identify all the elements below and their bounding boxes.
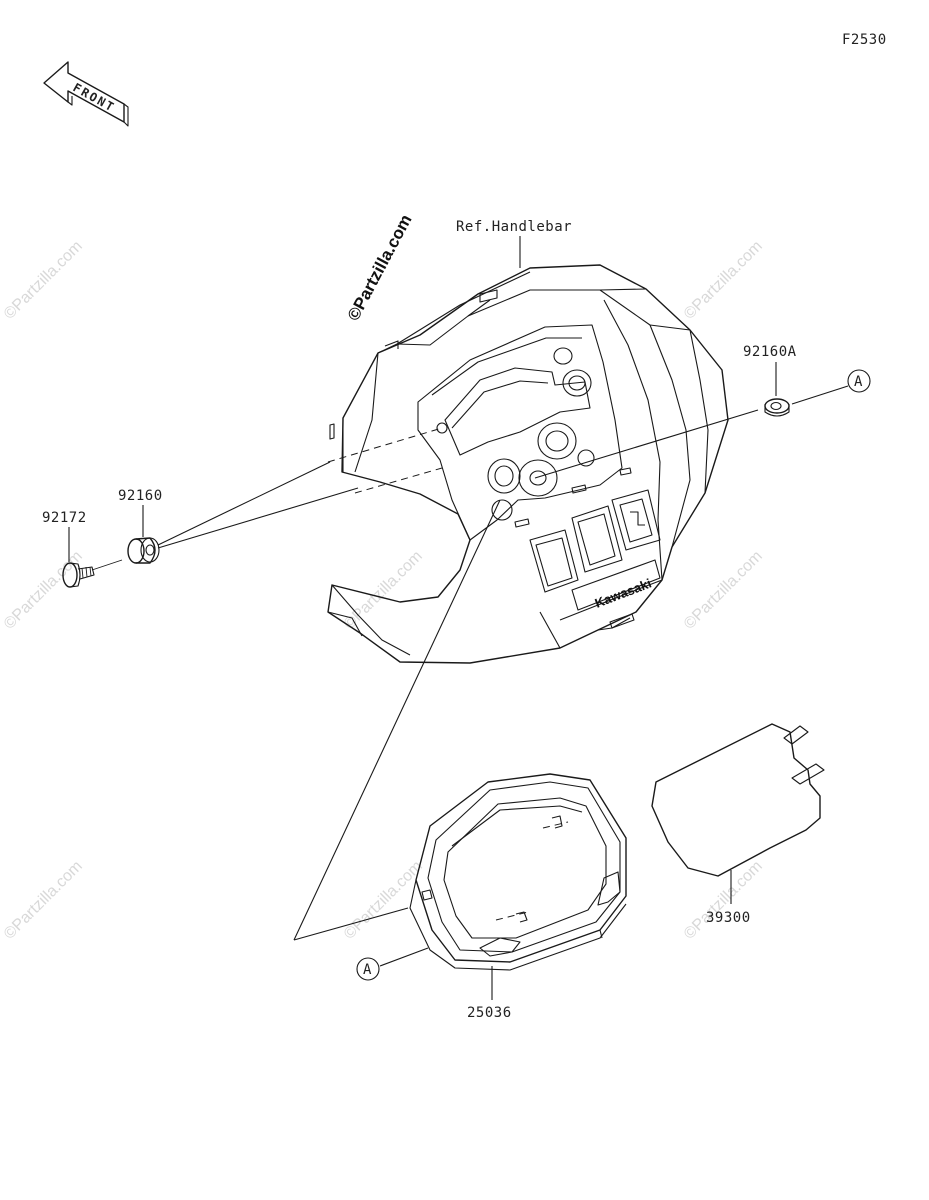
watermark: ©Partzilla.com xyxy=(681,238,766,323)
meter-housing: Kawasaki xyxy=(327,264,729,664)
front-label: FRONT xyxy=(71,80,118,115)
watermark: ©Partzilla.com xyxy=(681,858,766,943)
callout-a-top-label: A xyxy=(854,374,863,390)
watermark: ©Partzilla.com xyxy=(681,548,766,633)
part-label-25036: 25036 xyxy=(467,1005,512,1021)
housing-brand-label: Kawasaki xyxy=(593,576,654,611)
leader-callout-a-bottom xyxy=(379,947,429,967)
part-label-92160: 92160 xyxy=(118,488,163,504)
watermark: ©Partzilla.com xyxy=(1,858,86,943)
leader-callout-a-top xyxy=(791,385,849,405)
watermark: ©Partzilla.com xyxy=(341,858,426,943)
part-label-92172: 92172 xyxy=(42,510,87,526)
grommet-92160a xyxy=(764,398,790,417)
grommet-92160 xyxy=(127,537,160,564)
hidden-line xyxy=(327,427,443,463)
figure-code: F2530 xyxy=(842,32,887,48)
assembly-line xyxy=(157,487,359,549)
assembly-line xyxy=(534,409,759,479)
callout-a-bottom-label: A xyxy=(363,962,372,978)
callout-a-bottom xyxy=(356,957,380,981)
partzilla-brand: ©Partzilla.com xyxy=(344,211,416,324)
watermark: ©Partzilla.com xyxy=(1,548,86,633)
assembly-line xyxy=(157,461,331,546)
part-label-92160a: 92160A xyxy=(743,344,797,360)
meter-assembly xyxy=(409,773,627,971)
front-arrow-icon: FRONT xyxy=(43,61,129,127)
part-label-39300: 39300 xyxy=(706,910,751,926)
hidden-line xyxy=(354,467,443,494)
assembly-line xyxy=(293,499,501,941)
screw-92172 xyxy=(62,559,123,588)
ref-handlebar-label: Ref.Handlebar xyxy=(456,219,572,235)
assembly-line xyxy=(293,907,409,941)
watermark: ©Partzilla.com xyxy=(1,238,86,323)
callout-a-top xyxy=(847,369,871,393)
pad-39300 xyxy=(651,723,825,877)
